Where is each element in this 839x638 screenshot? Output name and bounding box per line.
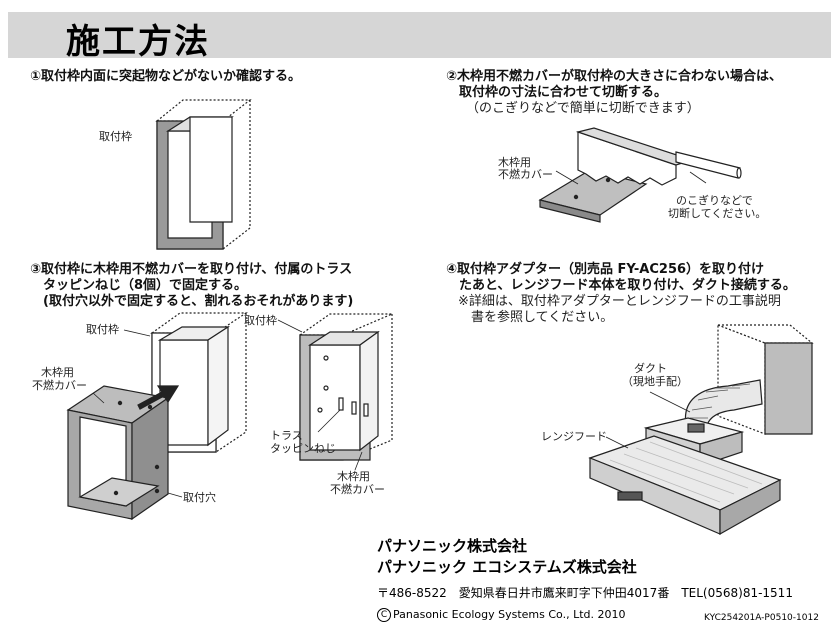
step-1-text: ①取付枠内面に突起物などがないか確認する。	[30, 69, 302, 84]
document-code: KYC254201A-P0510-1012	[704, 613, 819, 623]
step-3-note: (取付穴以外で固定すると、割れるおそれがあります)	[30, 294, 354, 309]
cover-label-3b-1: 木枠用	[337, 470, 370, 483]
cover-label-saw-2: 不燃カバー	[498, 168, 553, 181]
copyright-text: Panasonic Ecology Systems Co., Ltd. 2010	[393, 608, 626, 621]
frame-label-3a: 取付枠	[86, 323, 119, 336]
header-band: 施工方法	[8, 12, 831, 62]
cover-label-3a-1: 木枠用	[41, 366, 74, 379]
cover-label-3a-2: 不燃カバー	[32, 379, 87, 392]
company-address: 〒486-8522 愛知県春日井市鷹来町字下仲田4017番 TEL(0568)8…	[377, 586, 793, 600]
step-4-note-1: ※詳細は、取付枠アダプターとレンジフードの工事説明	[458, 294, 781, 309]
copyright-icon: C	[377, 608, 391, 622]
cover-fixed-illustration	[298, 313, 393, 461]
mount-hole-label: 取付穴	[183, 491, 216, 504]
cover-label-3b-2: 不燃カバー	[330, 483, 385, 496]
step-4-line-1: ④取付枠アダプター（別売品 FY-AC256）を取り付け	[446, 262, 765, 277]
screw-label-1: トラス	[270, 429, 303, 442]
saw-label-1: のこぎりなどで	[676, 194, 753, 207]
frame-label-1: 取付枠	[99, 130, 132, 143]
range-hood-label: レンジフード	[541, 430, 607, 443]
range-hood-illustration	[588, 324, 814, 536]
step-3-line-1: ③取付枠に木枠用不燃カバーを取り付け、付属のトラス	[30, 262, 353, 277]
duct-label: ダクト	[634, 362, 667, 375]
step-2-note: （のこぎりなどで簡単に切断できます）	[466, 101, 700, 116]
frame-illustration-1	[155, 99, 252, 250]
company-name-2: パナソニック エコシステムズ株式会社	[377, 558, 637, 576]
screw-label-2: タッピンねじ	[270, 442, 336, 455]
step-2-line-2: 取付枠の寸法に合わせて切断する。	[446, 85, 668, 100]
cover-label-saw-1: 木枠用	[498, 156, 531, 169]
cover-install-illustration	[66, 312, 248, 521]
duct-sub-label: （現地手配）	[622, 375, 688, 388]
saw-label-2: 切断してください。	[668, 207, 767, 220]
step-2-line-1: ②木枠用不燃カバーが取付枠の大きさに合わない場合は、	[446, 69, 783, 84]
step-4-note-2: 書を参照してください。	[458, 310, 614, 325]
company-name-1: パナソニック株式会社	[377, 537, 528, 555]
frame-label-3b: 取付枠	[244, 314, 277, 327]
step-3-line-2: タッピンねじ（8個）で固定する。	[30, 278, 248, 293]
page-title: 施工方法	[66, 22, 210, 62]
step-4-line-2: たあと、レンジフード本体を取り付け、ダクト接続する。	[446, 278, 796, 293]
saw-illustration	[538, 127, 742, 223]
